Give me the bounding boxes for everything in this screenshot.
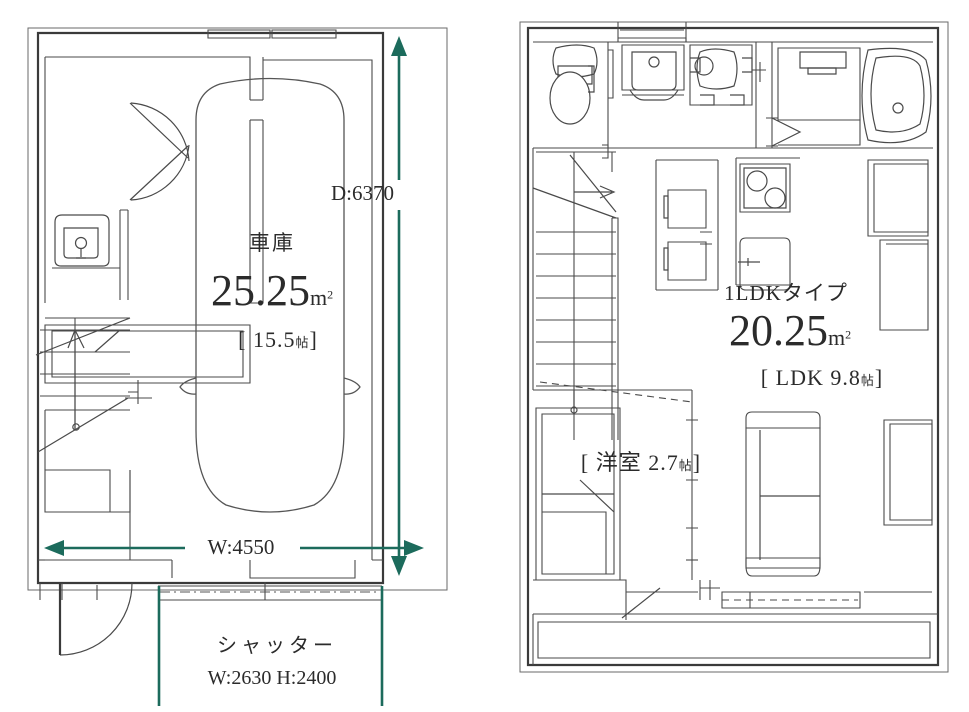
residence-area-unit-sup: 2 xyxy=(845,327,852,342)
car-outline xyxy=(179,77,361,513)
refrigerator-fixture xyxy=(867,159,929,331)
ldk-unit: 帖 xyxy=(860,373,875,388)
bathroom-group xyxy=(766,41,933,148)
residence-area: 20.25m2 xyxy=(729,305,851,356)
depth-dimension-arrow xyxy=(391,36,407,576)
washing-machine-fixture xyxy=(689,44,753,106)
ldk-value: 9.8 xyxy=(830,365,861,390)
bathtub-fixture xyxy=(861,47,932,144)
vanity-fixture xyxy=(617,22,687,101)
bedroom-bracket-close: ] xyxy=(692,450,702,475)
left-plan-group xyxy=(27,27,448,706)
bedroom-group xyxy=(533,381,698,581)
garage-area-unit-sup: 2 xyxy=(327,287,334,302)
depth-dimension-label: D:6370 xyxy=(331,181,394,205)
residence-area-unit: m xyxy=(827,325,846,350)
tatami-unit: 帖 xyxy=(295,335,310,350)
ldk-bracket-open: [ xyxy=(760,365,770,390)
toilet-fixture xyxy=(533,41,609,149)
tatami-bracket-open: [ xyxy=(238,327,247,352)
bedroom-unit: 帖 xyxy=(678,458,693,473)
unit-type-label: 1LDKタイプ xyxy=(724,281,848,305)
width-dimension-arrow xyxy=(44,540,424,556)
width-dimension-label: W:4550 xyxy=(207,535,275,559)
garage-tatami: [ 15.5帖] xyxy=(238,327,318,353)
ldk-bracket-close: ] xyxy=(874,365,884,390)
shutter-dimension-label: W:2630 H:2400 xyxy=(207,667,337,689)
garage-area-value: 25.25 xyxy=(210,266,310,315)
garage-area: 25.25m2 xyxy=(211,265,333,316)
staircase-left xyxy=(35,317,152,453)
right-plan-group xyxy=(519,21,949,673)
bedroom-bracket-open: [ xyxy=(580,450,590,475)
garage-area-unit: m xyxy=(309,285,328,310)
ldk-label: LDK xyxy=(775,365,824,390)
shutter-label: シャッター xyxy=(217,635,337,657)
bedroom-label: 洋室 xyxy=(595,450,642,475)
washbasin-fixture xyxy=(52,214,120,269)
staircase-right xyxy=(532,151,619,440)
bedroom-value: 2.7 xyxy=(648,450,679,475)
ldk-tatami: [ LDK 9.8帖] xyxy=(761,365,883,391)
tatami-value: 15.5 xyxy=(252,327,296,352)
tatami-bracket-close: ] xyxy=(309,327,318,352)
dining-set xyxy=(655,159,719,291)
garage-room-label: 車庫 xyxy=(249,231,295,255)
residence-area-value: 20.25 xyxy=(728,306,828,355)
bedroom-tatami: [ 洋室 2.7帖] xyxy=(581,445,701,477)
sofa-fixture xyxy=(745,411,821,577)
kitchen-group xyxy=(735,157,800,291)
